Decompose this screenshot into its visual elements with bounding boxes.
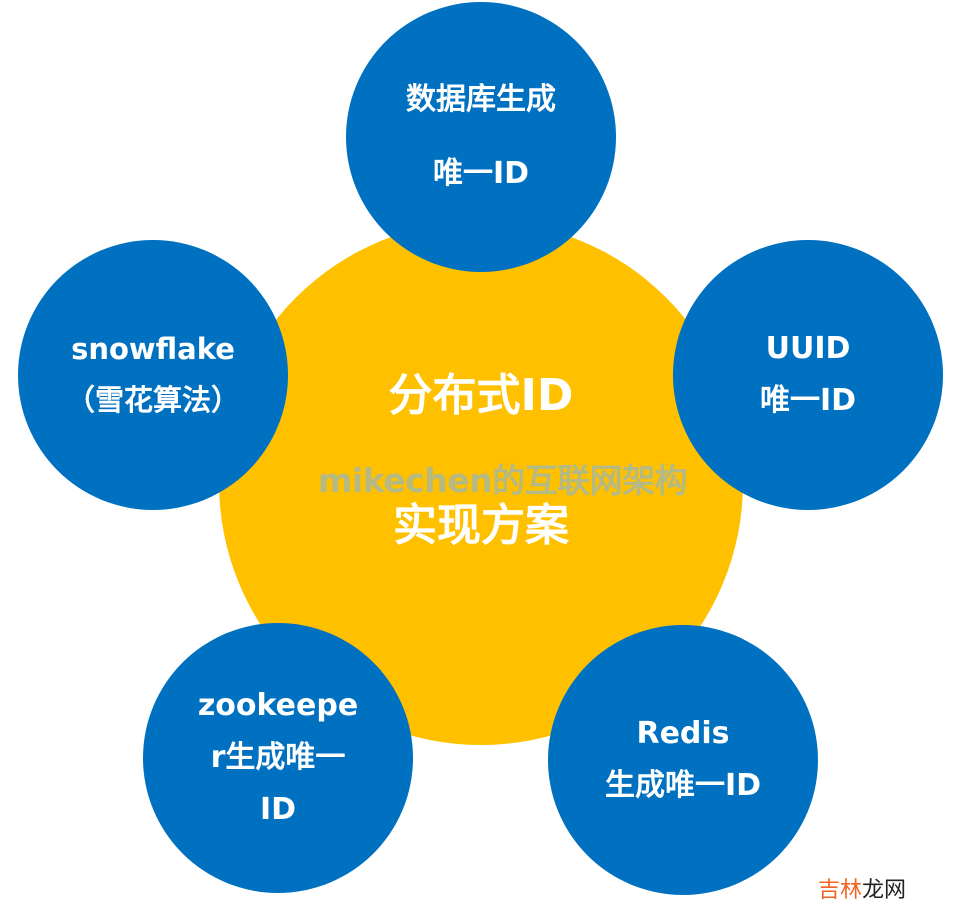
node-label: 数据库生成 <box>406 82 556 117</box>
site-logo-part2: 龙网 <box>862 878 907 903</box>
site-logo: 吉林龙网 <box>818 872 906 904</box>
node-label: Redis <box>636 716 730 751</box>
node-label: snowflake <box>71 332 235 366</box>
node-label: ID <box>259 792 297 827</box>
node-label: 唯一ID <box>759 383 857 418</box>
node-label: UUID <box>765 331 851 366</box>
node-label: r生成唯一 <box>210 740 346 775</box>
node-label: 生成唯一ID <box>604 768 762 803</box>
node-uuid: UUID 唯一ID <box>673 240 943 510</box>
node-database: 数据库生成 唯一ID <box>346 2 616 272</box>
node-label: （雪花算法） <box>65 383 240 417</box>
node-snowflake: snowflake （雪花算法） <box>18 240 288 510</box>
node-zookeeper: zookeepe r生成唯一 ID <box>143 623 413 893</box>
node-label: 唯一ID <box>432 156 530 191</box>
site-logo-part1: 吉林 <box>818 878 863 903</box>
node-redis: Redis 生成唯一ID <box>548 625 818 895</box>
center-title-line2: 实现方案 <box>393 500 569 551</box>
node-label: zookeepe <box>197 688 359 723</box>
watermark: mikechen的互联网架构 <box>318 461 688 500</box>
center-title-line1: 分布式ID <box>388 370 574 421</box>
